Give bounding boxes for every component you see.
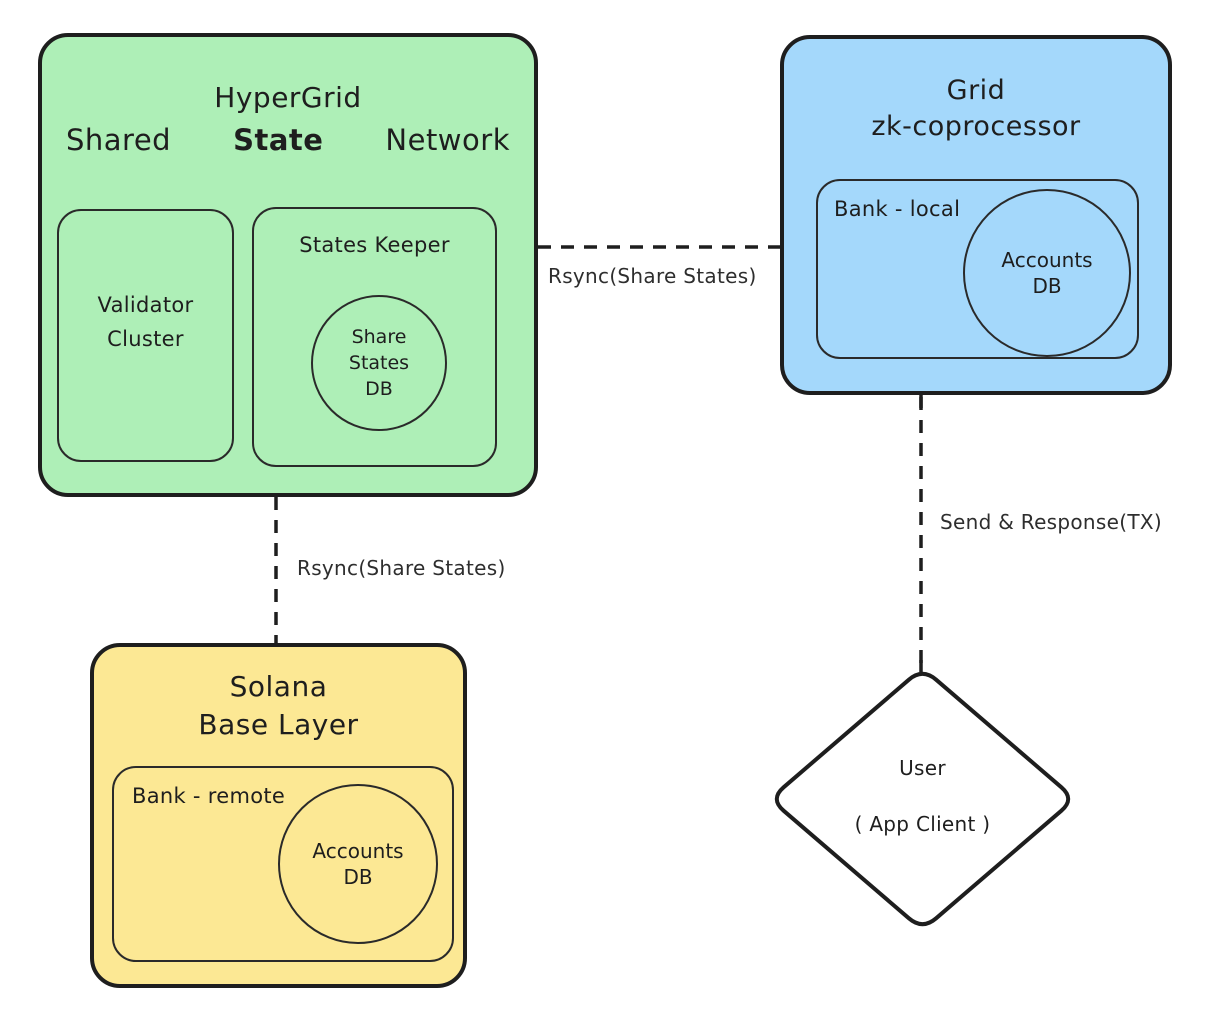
- hypergrid-subtitle: Shared State Network: [42, 123, 534, 157]
- hypergrid-subtitle-word-network: Network: [385, 123, 510, 157]
- validator-cluster-label-line1: Validator: [97, 293, 194, 317]
- edge-label-grid-user: Send & Response(TX): [940, 510, 1162, 534]
- bank-remote-label: Bank - remote: [132, 784, 286, 808]
- edge-label-hypergrid-grid: Rsync(Share States): [548, 264, 757, 288]
- user-app-client-label: ( App Client ): [854, 812, 991, 836]
- hypergrid-box: HyperGrid Shared State Network Validator…: [38, 33, 538, 497]
- accounts-db-circle-local: Accounts DB: [963, 189, 1131, 357]
- states-keeper-box: States Keeper Share States DB: [252, 207, 497, 467]
- states-keeper-label: States Keeper: [299, 233, 450, 257]
- grid-zk-title: Grid: [946, 75, 1006, 106]
- hypergrid-subtitle-word-shared: Shared: [66, 123, 172, 157]
- user-label: User: [899, 756, 946, 780]
- accounts-db-local-line2: DB: [1032, 274, 1062, 298]
- bank-remote-box: Bank - remote Accounts DB: [112, 766, 454, 962]
- accounts-db-local-line1: Accounts: [1001, 248, 1093, 272]
- accounts-db-circle-remote: Accounts DB: [278, 784, 438, 944]
- hypergrid-subtitle-word-state: State: [233, 123, 324, 157]
- share-states-db-line1: Share: [351, 326, 407, 348]
- solana-box: Solana Base Layer Bank - remote Accounts…: [90, 643, 467, 988]
- share-states-db-line3: DB: [365, 378, 393, 400]
- user-diamond: User ( App Client ): [766, 664, 1079, 934]
- accounts-db-remote-line2: DB: [343, 865, 373, 889]
- grid-zk-subtitle: zk-coprocessor: [871, 111, 1081, 142]
- bank-local-box: Bank - local Accounts DB: [816, 179, 1139, 359]
- share-states-db-circle: Share States DB: [311, 295, 447, 431]
- hypergrid-title: HyperGrid: [214, 81, 362, 114]
- bank-local-label: Bank - local: [834, 197, 961, 221]
- solana-subtitle: Base Layer: [198, 708, 359, 741]
- user-diamond-shape: [774, 671, 1071, 927]
- accounts-db-remote-line1: Accounts: [312, 839, 404, 863]
- solana-title: Solana: [229, 670, 328, 703]
- share-states-db-line2: States: [348, 352, 410, 374]
- validator-cluster-label-line2: Cluster: [107, 327, 184, 351]
- grid-zk-box: Grid zk-coprocessor Bank - local Account…: [780, 35, 1172, 395]
- validator-cluster-box: Validator Cluster: [57, 209, 234, 462]
- edge-label-hypergrid-solana: Rsync(Share States): [297, 556, 506, 580]
